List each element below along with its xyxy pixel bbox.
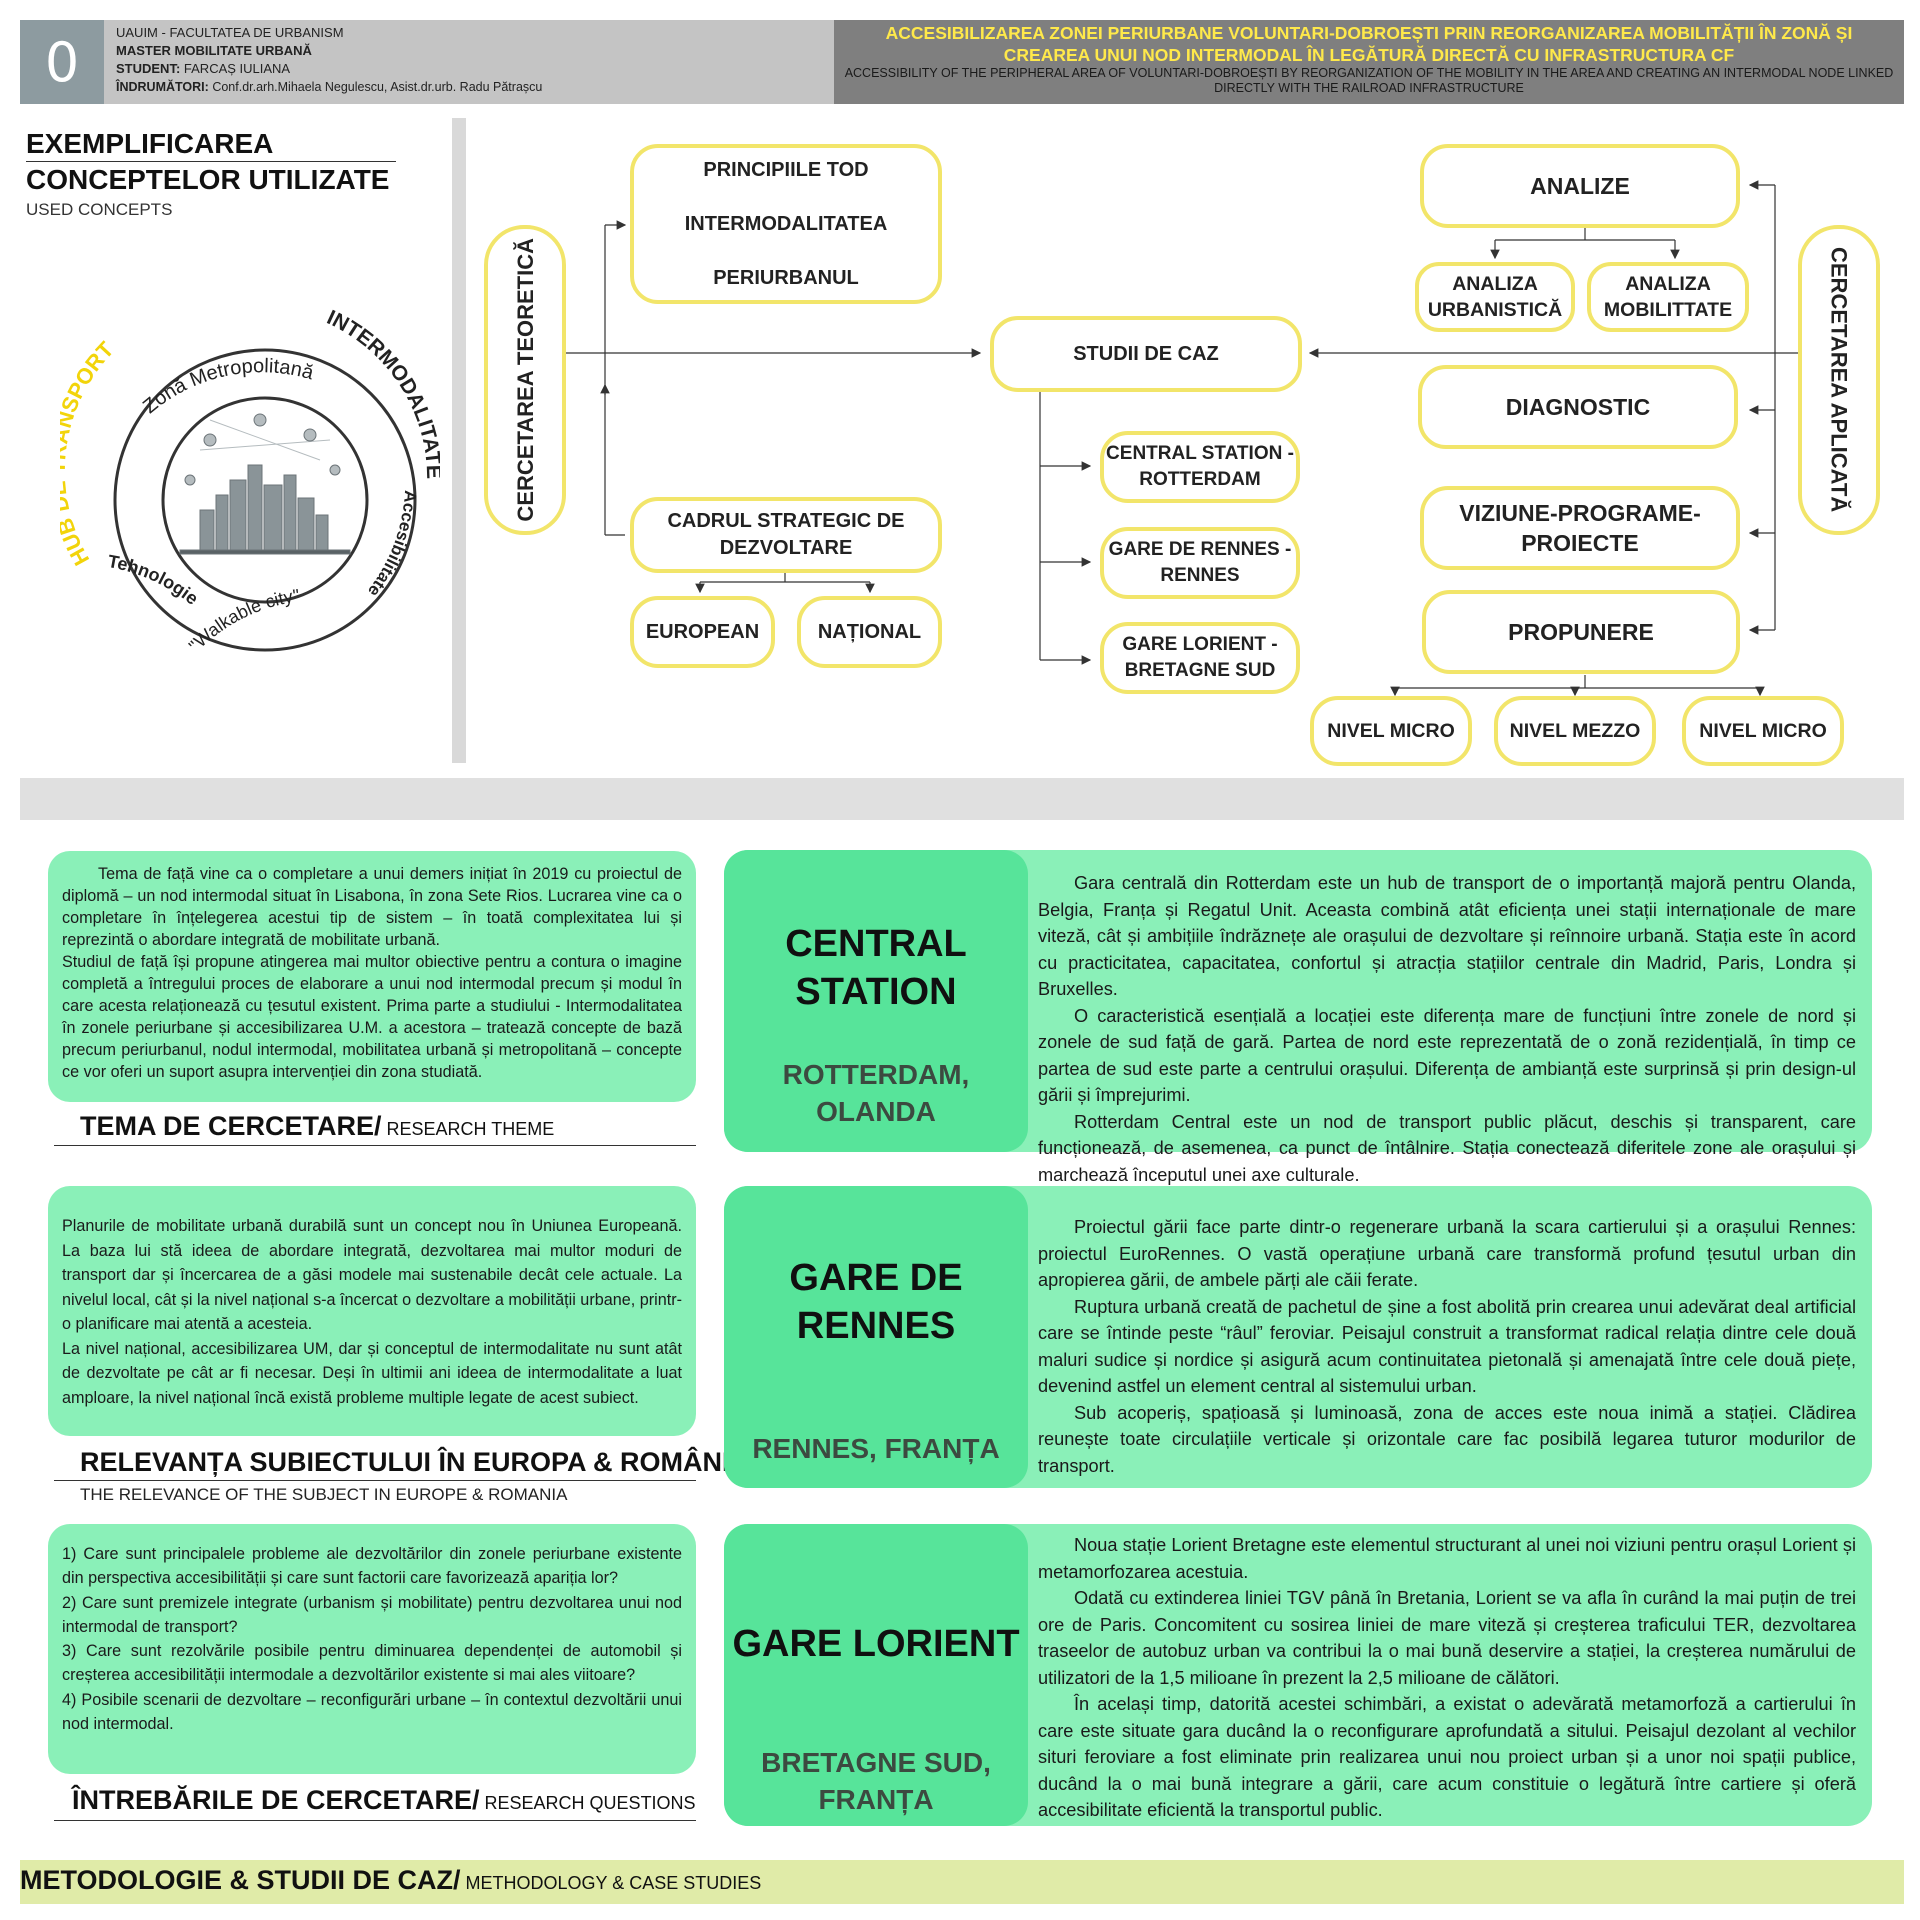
relevance-title: RELEVANȚA SUBIECTULUI ÎN EUROPA & ROMÂNI… [80,1447,750,1477]
level-micro-box-2: NIVEL MICRO [1682,696,1844,766]
advisors-line: ÎNDRUMĂTORI: Conf.dr.arh.Mihaela Negules… [116,80,543,94]
title-en: ACCESSIBILITY OF THE PERIPHERAL AREA OF … [844,66,1894,95]
national-box: NAȚIONAL [797,596,942,668]
city-illustration [179,413,351,555]
case-text-rennes: Proiectul gării face parte dintr-o regen… [1038,1217,1856,1476]
research-theme-box: Tema de față vine ca o completare a unui… [48,851,696,1102]
header-title: ACCESIBILIZAREA ZONEI PERIURBANE VOLUNTA… [834,20,1904,104]
diagnostic-box: DIAGNOSTIC [1418,365,1738,449]
level-micro-box-1: NIVEL MICRO [1310,696,1472,766]
case-text-lorient: Noua stație Lorient Bretagne este elemen… [1038,1535,1856,1820]
strategic-framework-box: CADRUL STRATEGIC DE DEZVOLTARE [630,497,942,573]
footer-title: METODOLOGIE & STUDII DE CAZ/ METHODOLOGY… [20,1865,762,1895]
case-study-rotterdam-box: CENTRAL STATION -ROTTERDAM [1100,431,1300,503]
question-2: 2) Care sunt premizele integrate (urbani… [62,1593,682,1636]
theme-paragraph-2: Studiul de față își propune atingerea ma… [62,953,682,1081]
case-name-lorient: GARE LORIENT [732,1623,1020,1665]
case-header-lorient: GARE LORIENT BRETAGNE SUD,FRANȚA [724,1524,1028,1826]
vision-box: VIZIUNE-PROGRAME-PROIECTE [1420,486,1740,570]
relevance-box: Planurile de mobilitate urbană durabilă … [48,1186,696,1436]
vertical-separator [452,118,466,763]
concepts-subtitle: USED CONCEPTS [26,200,173,219]
relevance-paragraph-2: La nivel național, accesibilizarea UM, d… [62,1339,682,1407]
title-ro: ACCESIBILIZAREA ZONEI PERIURBANE VOLUNTA… [885,23,1853,65]
proposal-box: PROPUNERE [1422,590,1740,674]
concepts-ring-diagram: Zonă Metropolitană INTERMODALITATE Acces… [60,306,440,656]
case-card-lorient: GARE LORIENT BRETAGNE SUD,FRANȚA Noua st… [724,1524,1872,1826]
case-study-lorient-box: GARE LORIENT -BRETAGNE SUD [1100,622,1300,694]
theme-paragraph-1: Tema de față vine ca o completare a unui… [62,865,682,949]
concepts-divider [26,161,396,162]
question-1: 1) Care sunt principalele probleme ale d… [62,1545,682,1588]
outer-ring [113,348,417,652]
research-questions-title: ÎNTREBĂRILE DE CERCETARE/ RESEARCH QUEST… [72,1785,696,1815]
program: MASTER MOBILITATE URBANĂ [116,43,312,58]
relevance-underline [54,1480,696,1481]
question-4: 4) Posibile scenarii de dezvoltare – rec… [62,1690,682,1734]
question-3: 3) Care sunt rezolvările posibile pentru… [62,1642,682,1685]
theme-underline [54,1145,696,1146]
sheet-number: 0 [20,20,104,104]
flowchart-connectors [566,180,1798,697]
case-location-rotterdam: ROTTERDAM,OLANDA [782,1059,970,1127]
applied-research-box: CERCETAREA APLICATĂ [1798,225,1880,535]
research-questions-box: 1) Care sunt principalele probleme ale d… [48,1524,696,1774]
case-studies-box: STUDII DE CAZ [990,316,1302,392]
analyses-box: ANALIZE [1420,144,1740,228]
level-mezzo-box: NIVEL MEZZO [1494,696,1656,766]
header-info: UAUIM - FACULTATEA DE URBANISM MASTER MO… [104,20,834,104]
questions-underline [54,1820,696,1821]
theoretical-research-box: CERCETAREA TEORETICĂ [484,225,566,535]
institution: UAUIM - FACULTATEA DE URBANISM [116,25,344,40]
inner-ring [161,396,369,604]
case-study-rennes-box: GARE DE RENNES -RENNES [1100,527,1300,599]
case-location-rennes: RENNES, FRANȚA [752,1433,1000,1464]
european-box: EUROPEAN [630,596,775,668]
footer-band: METODOLOGIE & STUDII DE CAZ/ METHODOLOGY… [20,1860,1904,1904]
tod-principles-box: PRINCIPIILE TOD INTERMODALITATEA PERIURB… [630,144,942,304]
research-theme-title: TEMA DE CERCETARE/ RESEARCH THEME [80,1111,555,1141]
relevance-paragraph-1: Planurile de mobilitate urbană durabilă … [62,1217,682,1333]
relevance-subtitle: THE RELEVANCE OF THE SUBJECT IN EUROPE &… [80,1485,568,1504]
separator-band [20,778,1904,820]
concepts-title: EXEMPLIFICAREA CONCEPTELOR UTILIZATE [26,128,390,195]
student-line: STUDENT: FARCAȘ IULIANA [116,61,291,76]
case-text-rotterdam: Gara centrală din Rotterdam este un hub … [1038,873,1856,1185]
case-location-lorient: BRETAGNE SUD,FRANȚA [761,1747,991,1815]
